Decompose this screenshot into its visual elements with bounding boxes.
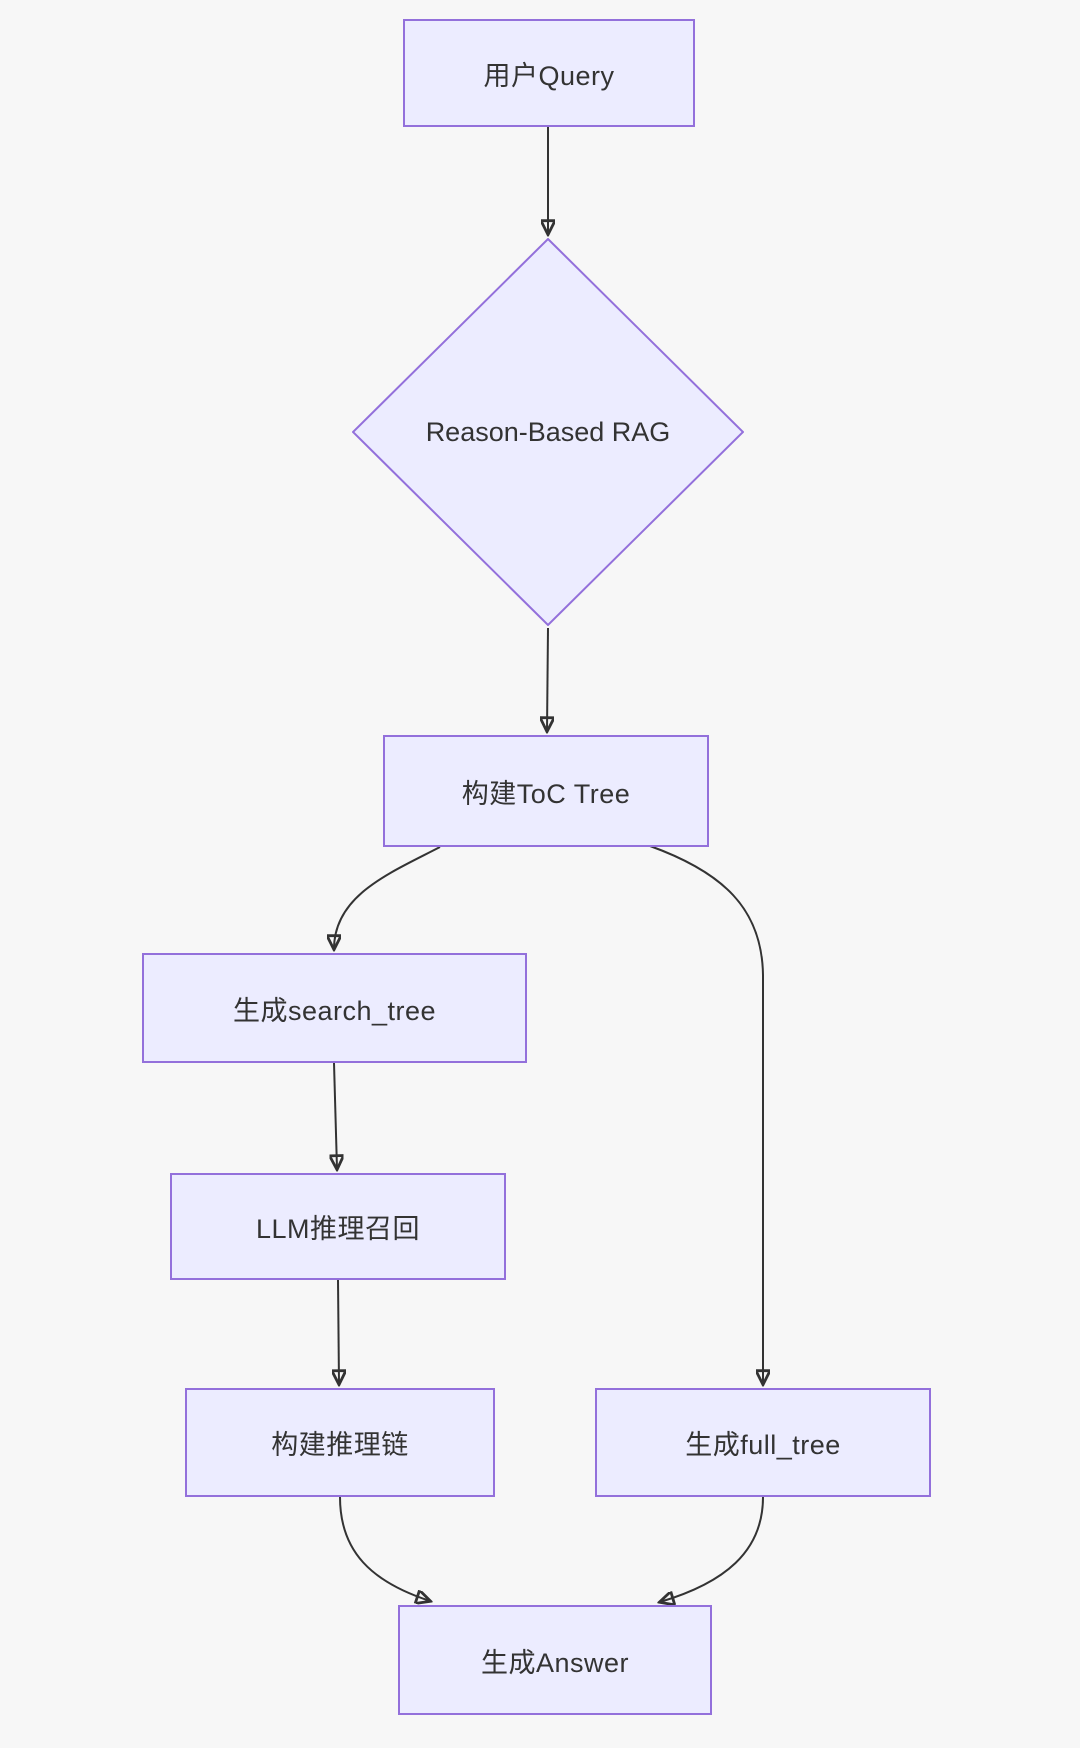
diamond-shape <box>352 238 744 626</box>
edge-toc-tree-to-search-tree <box>334 846 441 949</box>
node-user-query-label: 用户Query <box>483 60 615 91</box>
edge-full-tree-to-answer <box>660 1496 764 1602</box>
node-generate-full-tree: 生成full_tree <box>595 1388 931 1497</box>
node-build-toc-tree: 构建ToC Tree <box>383 735 709 847</box>
node-reason-based-rag: Reason-Based RAG <box>352 238 744 626</box>
node-reason-based-rag-label: Reason-Based RAG <box>425 416 671 447</box>
node-build-reasoning-chain-label: 构建推理链 <box>271 1430 409 1460</box>
node-generate-answer-label: 生成Answer <box>480 1647 630 1678</box>
edge-toc-tree-to-full-tree <box>649 845 763 1384</box>
node-llm-reasoning-recall: LLM推理召回 <box>170 1173 506 1280</box>
node-user-query: 用户Query <box>403 19 695 127</box>
edge-llm-to-reason-chain <box>338 1279 339 1384</box>
edge-search-tree-to-llm <box>334 1062 337 1169</box>
node-generate-search-tree-label: 生成search_tree <box>232 995 437 1026</box>
edge-reason-chain-to-answer <box>339 1496 430 1601</box>
node-generate-search-tree: 生成search_tree <box>142 953 527 1063</box>
node-llm-reasoning-recall-label: LLM推理召回 <box>255 1214 421 1244</box>
node-build-toc-tree-label: 构建ToC Tree <box>461 778 631 809</box>
node-generate-full-tree-label: 生成full_tree <box>685 1430 841 1460</box>
edge-rag-to-toc-tree <box>547 627 548 731</box>
node-generate-answer: 生成Answer <box>398 1605 712 1715</box>
node-build-reasoning-chain: 构建推理链 <box>185 1388 495 1497</box>
